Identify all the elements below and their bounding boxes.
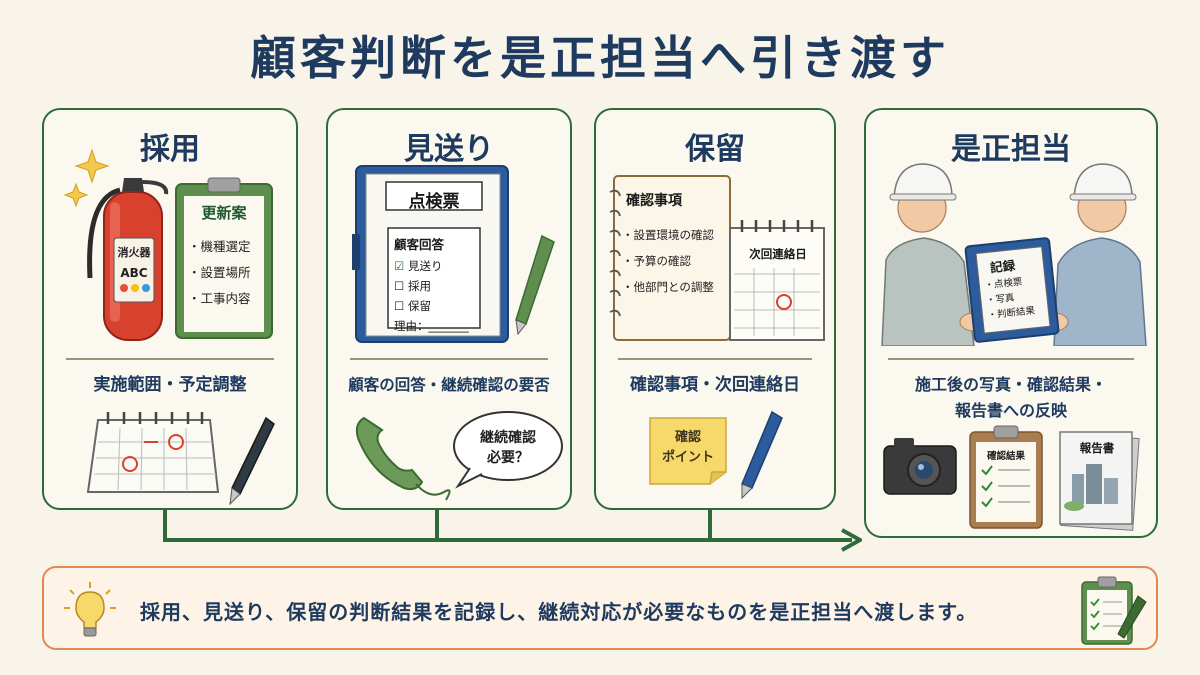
divider [350,358,548,360]
card-title: 見送り [404,132,494,167]
extinguisher-label: 消火器 [117,246,151,259]
divider [66,358,274,360]
sticky-note-icon [649,417,727,485]
checklist-pen-icon [1081,576,1147,645]
form-option-checked: ☑ 見送り [394,259,443,273]
checklist-title: 確認結果 [986,451,1025,462]
summary-note: 採用、見送り、保留の判断結果を記録し、継続対応が必要なものを是正担当へ渡します。 [42,566,1158,650]
pen-icon [515,234,555,336]
notebook-items: ・設置環境の確認 ・予算の確認 ・他部門との調整 [622,228,714,294]
binder-title: 記録 [989,257,1016,276]
speech-bubble-icon [453,411,563,489]
fire-extinguisher-icon [87,178,169,341]
card-adopt: 採用 消火器 ABC 更新案 ・機種選定 ・設置場所 ・工事内容 実施範囲・予定… [42,108,298,510]
card-hold: 保留 確認事項 ・設置環境の確認 ・予算の確認 ・他部門との調整 次回連絡日 [594,108,836,510]
binder-items: ・点検票 ・写真 ・判断結果 [983,276,1036,322]
form-option: ☐ 採用 [394,279,431,293]
card-subtitle: 実施範囲・予定調整 [93,375,247,395]
clipboard-title: 更新案 [201,204,247,222]
card-title: 是正担当 [951,132,1071,167]
calendar-icon [86,412,220,493]
calendar-icon [729,220,825,341]
pen-icon [741,410,783,500]
calendar-label: 次回連絡日 [749,247,807,261]
binder-icon [352,165,509,343]
card-title: 保留 [685,132,745,167]
extinguisher-type: ABC [120,266,148,280]
sticky-note-text: 確認 ポイント [661,430,714,465]
notebook-title: 確認事項 [626,193,682,209]
form-options: ☑ 見送り ☐ 採用 ☐ 保留 理由：_______ [394,256,469,336]
page-title: 顧客判断を是正担当へ引き渡す [250,31,950,85]
form-section: 顧客回答 [394,237,445,252]
card-decline: 見送り 点検票 顧客回答 ☑ 見送り ☐ 採用 ☐ 保留 理由：_______ … [326,108,572,510]
camera-icon [883,438,957,495]
clipboard-items: ・機種選定 ・設置場所 ・工事内容 [188,234,251,312]
form-reason: 理由：_______ [394,319,469,333]
lightbulb-icon [64,582,116,637]
card-title: 採用 [140,132,200,167]
clipboard-item: ・工事内容 [188,291,251,306]
divider [618,358,812,360]
report-title: 報告書 [1079,441,1115,455]
form-title: 点検票 [408,192,460,212]
color-dots-icon [120,284,150,292]
form-option: ☐ 保留 [394,299,431,313]
card-subtitle: 施工後の写真・確認結果・ 報告書への反映 [914,375,1107,420]
divider [888,358,1134,360]
phone-icon [355,416,451,501]
clipboard-icon [175,177,273,339]
card-subtitle: 確認事項・次回連絡日 [630,375,800,395]
workers-handover-icon [881,163,1147,346]
checklist-clipboard-icon [969,425,1043,529]
sparkle-icon [63,148,110,208]
clipboard-item: ・機種選定 [188,239,251,254]
speech-bubble-text: 継続確認 必要？ [480,430,536,466]
summary-text: 採用、見送り、保留の判断結果を記録し、継続対応が必要なものを是正担当へ渡します。 [140,600,978,624]
card-subtitle: 顧客の回答・継続確認の要否 [348,376,550,394]
pen-icon [229,416,275,506]
clipboard-item: ・設置場所 [188,265,251,280]
card-corrective: 是正担当 記録 ・点検票 ・写真 ・判断結果 施工後の写真・確認結果・ 報告書へ… [864,108,1158,538]
report-icon [1059,431,1140,531]
